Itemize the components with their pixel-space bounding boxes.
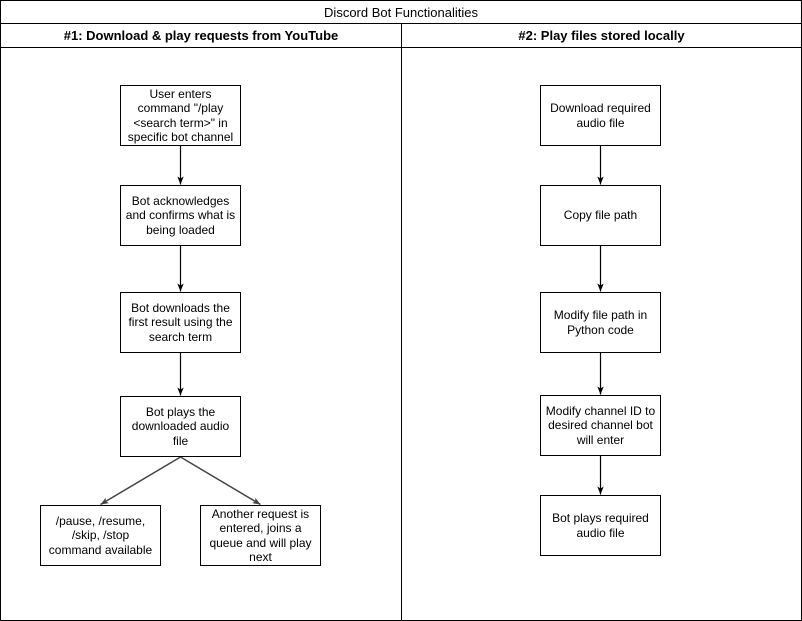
node-bot-downloads-first-result: Bot downloads the first result using the…: [120, 292, 241, 353]
node-download-audio-file: Download required audio file: [540, 85, 661, 146]
node-queue-request: Another request is entered, joins a queu…: [200, 505, 321, 566]
node-bot-plays-downloaded-file: Bot plays the downloaded audio file: [120, 396, 241, 457]
node-user-enters-play-command: User enters command "/play <search term>…: [120, 85, 241, 146]
node-copy-file-path: Copy file path: [540, 185, 661, 246]
edge-l1_play-to-l1_commands: [100, 456, 181, 506]
node-modify-file-path: Modify file path in Python code: [540, 292, 661, 353]
node-bot-plays-required-file: Bot plays required audio file: [540, 495, 661, 556]
node-playback-commands: /pause, /resume, /skip, /stop command av…: [40, 505, 161, 566]
node-modify-channel-id: Modify channel ID to desired channel bot…: [540, 395, 661, 456]
edge-l1_play-to-l1_queue: [180, 456, 261, 506]
node-bot-acknowledges: Bot acknowledges and confirms what is be…: [120, 185, 241, 246]
